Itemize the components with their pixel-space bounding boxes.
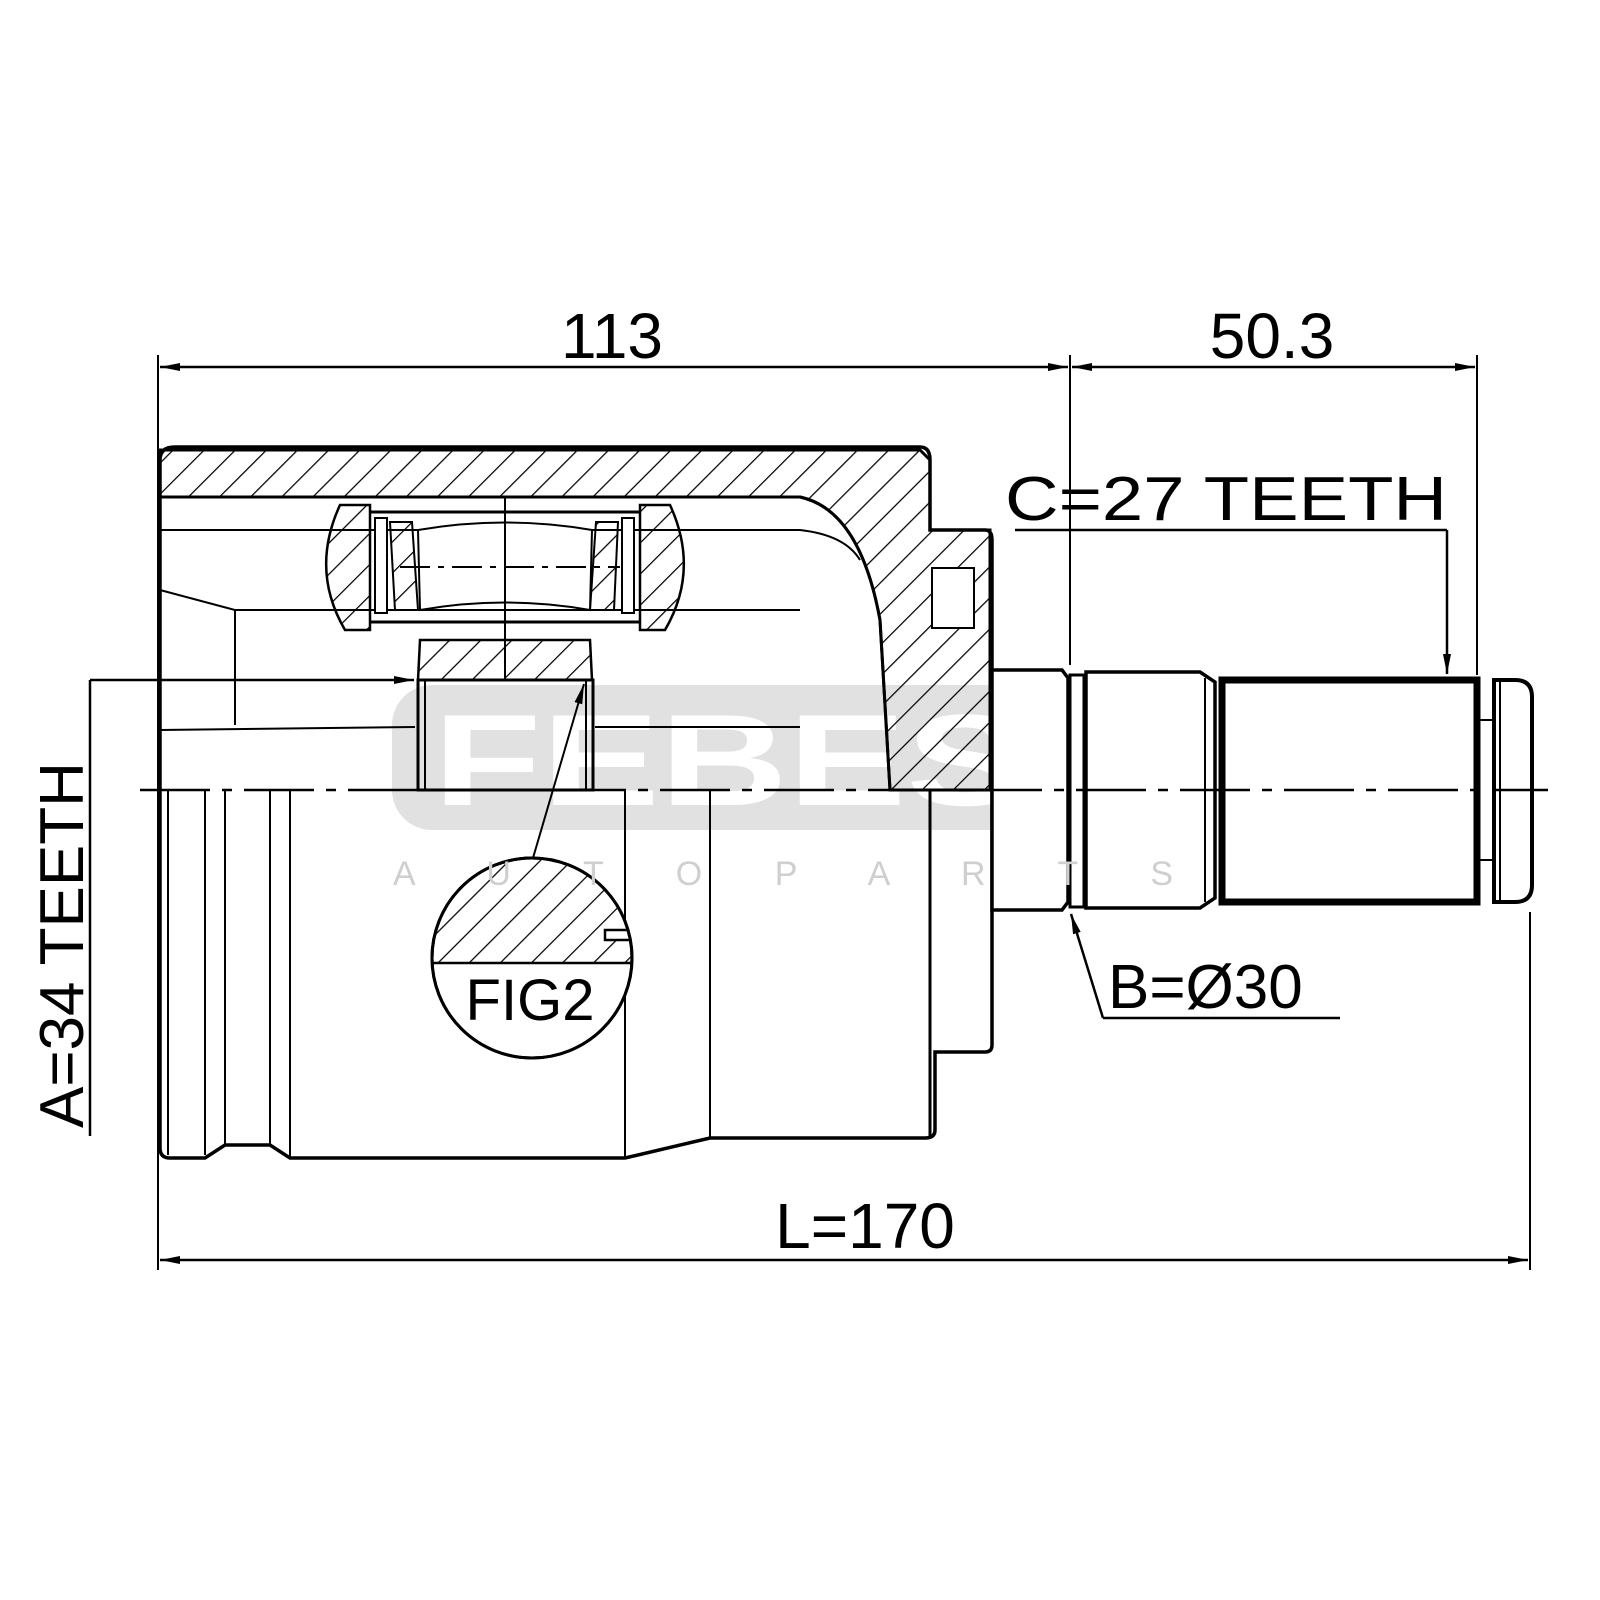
housing-outline [158,445,994,1160]
tripod-bearing [325,497,685,792]
dimension-total-length-label: L=170 [775,1190,955,1262]
inner-spline-label: A=34 TEETH [28,762,97,1128]
callout-inner-spline: A=34 TEETH [28,676,414,1136]
outer-spline-label: C=27 TEETH [1005,465,1447,534]
seal-diameter-label: B=Ø30 [1108,953,1303,1022]
dimension-113-label: 113 [561,300,663,372]
extension-lines [157,355,1531,1270]
fig2-detail: FIG2 [430,683,634,1060]
fig2-label: FIG2 [466,968,595,1033]
dimension-50-3-label: 50.3 [1210,300,1335,372]
callout-outer-spline: C=27 TEETH [1005,465,1451,674]
callout-seal-diameter: B=Ø30 [1069,913,1340,1022]
